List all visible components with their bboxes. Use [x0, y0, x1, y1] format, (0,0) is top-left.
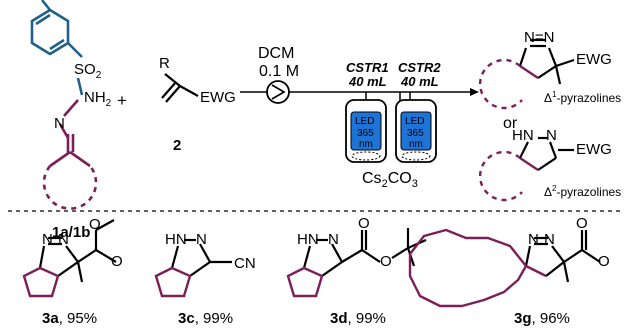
ewg-label-reagent-2: EWG	[200, 89, 236, 106]
3c-nh: HN	[165, 231, 187, 248]
reactor-1-unit: nm	[359, 139, 373, 150]
solvent-label: DCM	[258, 45, 294, 62]
reactor-2-unit: nm	[409, 139, 423, 150]
reactor-1-led: LED	[355, 116, 374, 127]
3d-n: N	[328, 231, 339, 248]
3g-n1: N	[528, 231, 539, 248]
product-1-ewg: EWG	[576, 51, 612, 68]
reactor-1: CSTR1 40 mL LED 365 nm	[345, 60, 389, 163]
reactor-2-led: LED	[405, 116, 424, 127]
reactor-1-wavelength: 365	[357, 128, 374, 139]
r-substituent: R	[159, 55, 170, 72]
pump-icon	[266, 80, 290, 104]
or-label: or	[503, 115, 518, 132]
reactor-2-name: CSTR2	[398, 60, 441, 75]
flow-arrow-head	[470, 88, 479, 96]
sulfonyl-label: SO2	[74, 61, 102, 81]
3g-ester-o: O	[598, 253, 610, 270]
amine-label: NH2	[84, 89, 112, 109]
3c-caption: 3c, 99%	[178, 310, 233, 327]
reactor-1-volume: 40 mL	[348, 74, 387, 89]
3g-carbonyl-o: O	[576, 215, 588, 232]
example-3c: HN N CN 3c, 99%	[154, 231, 256, 327]
concentration-label: 0.1 M	[259, 63, 299, 80]
3d-caption: 3d, 99%	[330, 310, 386, 327]
product-2-type: Δ2-pyrazolines	[544, 184, 621, 199]
product-1-diazene: N=N	[524, 29, 554, 46]
product-2-nh: HN	[512, 127, 534, 144]
3a-n2: N	[58, 231, 69, 248]
3a-ester-o: O	[111, 253, 123, 270]
reactor-2-wavelength: 365	[407, 128, 424, 139]
3a-n1: N	[42, 231, 53, 248]
reagent-1-structure: SO2 NH2 N 1a/1b	[30, 0, 112, 241]
product-2-n: N	[546, 127, 557, 144]
product-1-type: Δ1-pyrazolines	[544, 90, 621, 105]
3a-carbonyl-o: O	[89, 216, 101, 233]
example-3d: HN N O O 3d, 99%	[286, 215, 427, 327]
reagent-2-label: 2	[173, 137, 181, 154]
3d-nh: HN	[297, 231, 319, 248]
3g-n2: N	[544, 231, 555, 248]
reactor-1-name: CSTR1	[346, 60, 389, 75]
plus-sign: +	[117, 91, 127, 110]
reactor-2-volume: 40 mL	[400, 74, 439, 89]
reactor-2: CSTR2 40 mL LED 365 nm	[395, 60, 441, 163]
3c-n: N	[196, 231, 207, 248]
3d-carbonyl-o: O	[358, 215, 370, 232]
3d-ester-o: O	[380, 253, 392, 270]
reagent-1-label: 1a/1b	[52, 224, 90, 241]
example-3a: N N O O 3a, 95%	[22, 216, 123, 327]
example-3g: N N O O 3g, 96%	[408, 215, 610, 327]
base-label: Cs2CO3	[362, 170, 418, 190]
3a-caption: 3a, 95%	[42, 310, 97, 327]
product-delta2: HN N EWG Δ2-pyrazolines	[478, 127, 621, 202]
imine-nitrogen-label: N	[54, 115, 65, 132]
reagent-2-structure: R EWG 2	[159, 55, 236, 154]
product-delta1: N=N EWG Δ1-pyrazolines	[478, 29, 621, 110]
flow-setup: DCM 0.1 M CSTR1 40 mL LED 365 nm CSTR2 4…	[240, 45, 479, 190]
product-2-ewg: EWG	[576, 141, 612, 158]
3g-caption: 3g, 96%	[514, 310, 570, 327]
3c-nitrile: CN	[234, 255, 256, 272]
